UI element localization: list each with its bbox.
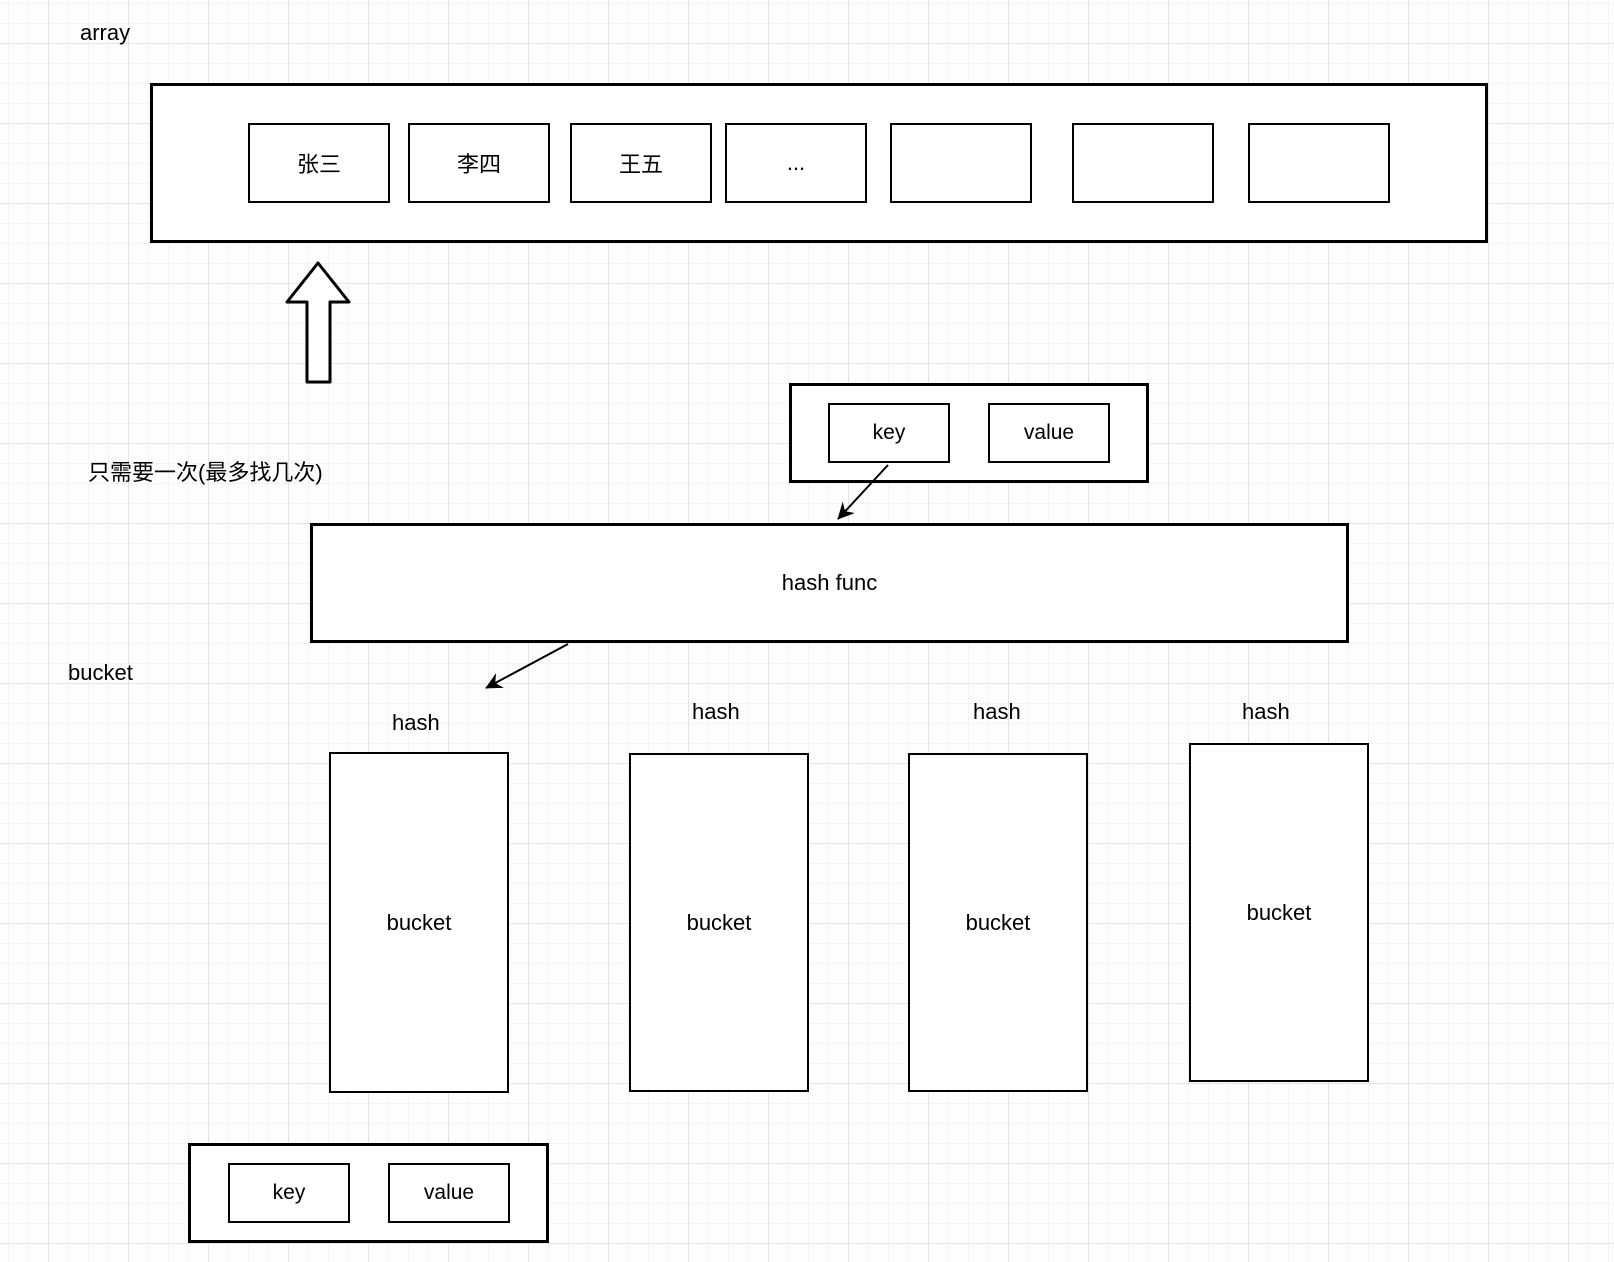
bucket-box: bucket [329,752,509,1093]
kv-bottom-value-box: value [388,1163,510,1223]
array-cell-empty [1072,123,1214,203]
array-cell-empty [1248,123,1390,203]
up-block-arrow-icon [285,261,351,384]
hashfunc-to-bucket-arrow [485,643,569,689]
bucket-box: bucket [629,753,809,1092]
kv-top-value-box: value [988,403,1110,463]
array-cell: 张三 [248,123,390,203]
array-cell-ellipsis: ... [725,123,867,203]
lookup-note-label: 只需要一次(最多找几次) [88,460,323,485]
bucket-hash-label: hash [692,699,740,724]
array-section-label: array [80,20,131,45]
bucket-box: bucket [1189,743,1369,1082]
kv-top-key-box: key [828,403,950,463]
array-cell: 王五 [570,123,712,203]
bucket-hash-label: hash [973,699,1021,724]
kv-bottom-key-box: key [228,1163,350,1223]
array-cell-empty [890,123,1032,203]
bucket-box: bucket [908,753,1088,1092]
bucket-hash-label: hash [392,710,440,735]
bucket-hash-label: hash [1242,699,1290,724]
bucket-section-label: bucket [68,660,133,685]
hash-func-box: hash func [310,523,1349,643]
array-cell: 李四 [408,123,550,203]
